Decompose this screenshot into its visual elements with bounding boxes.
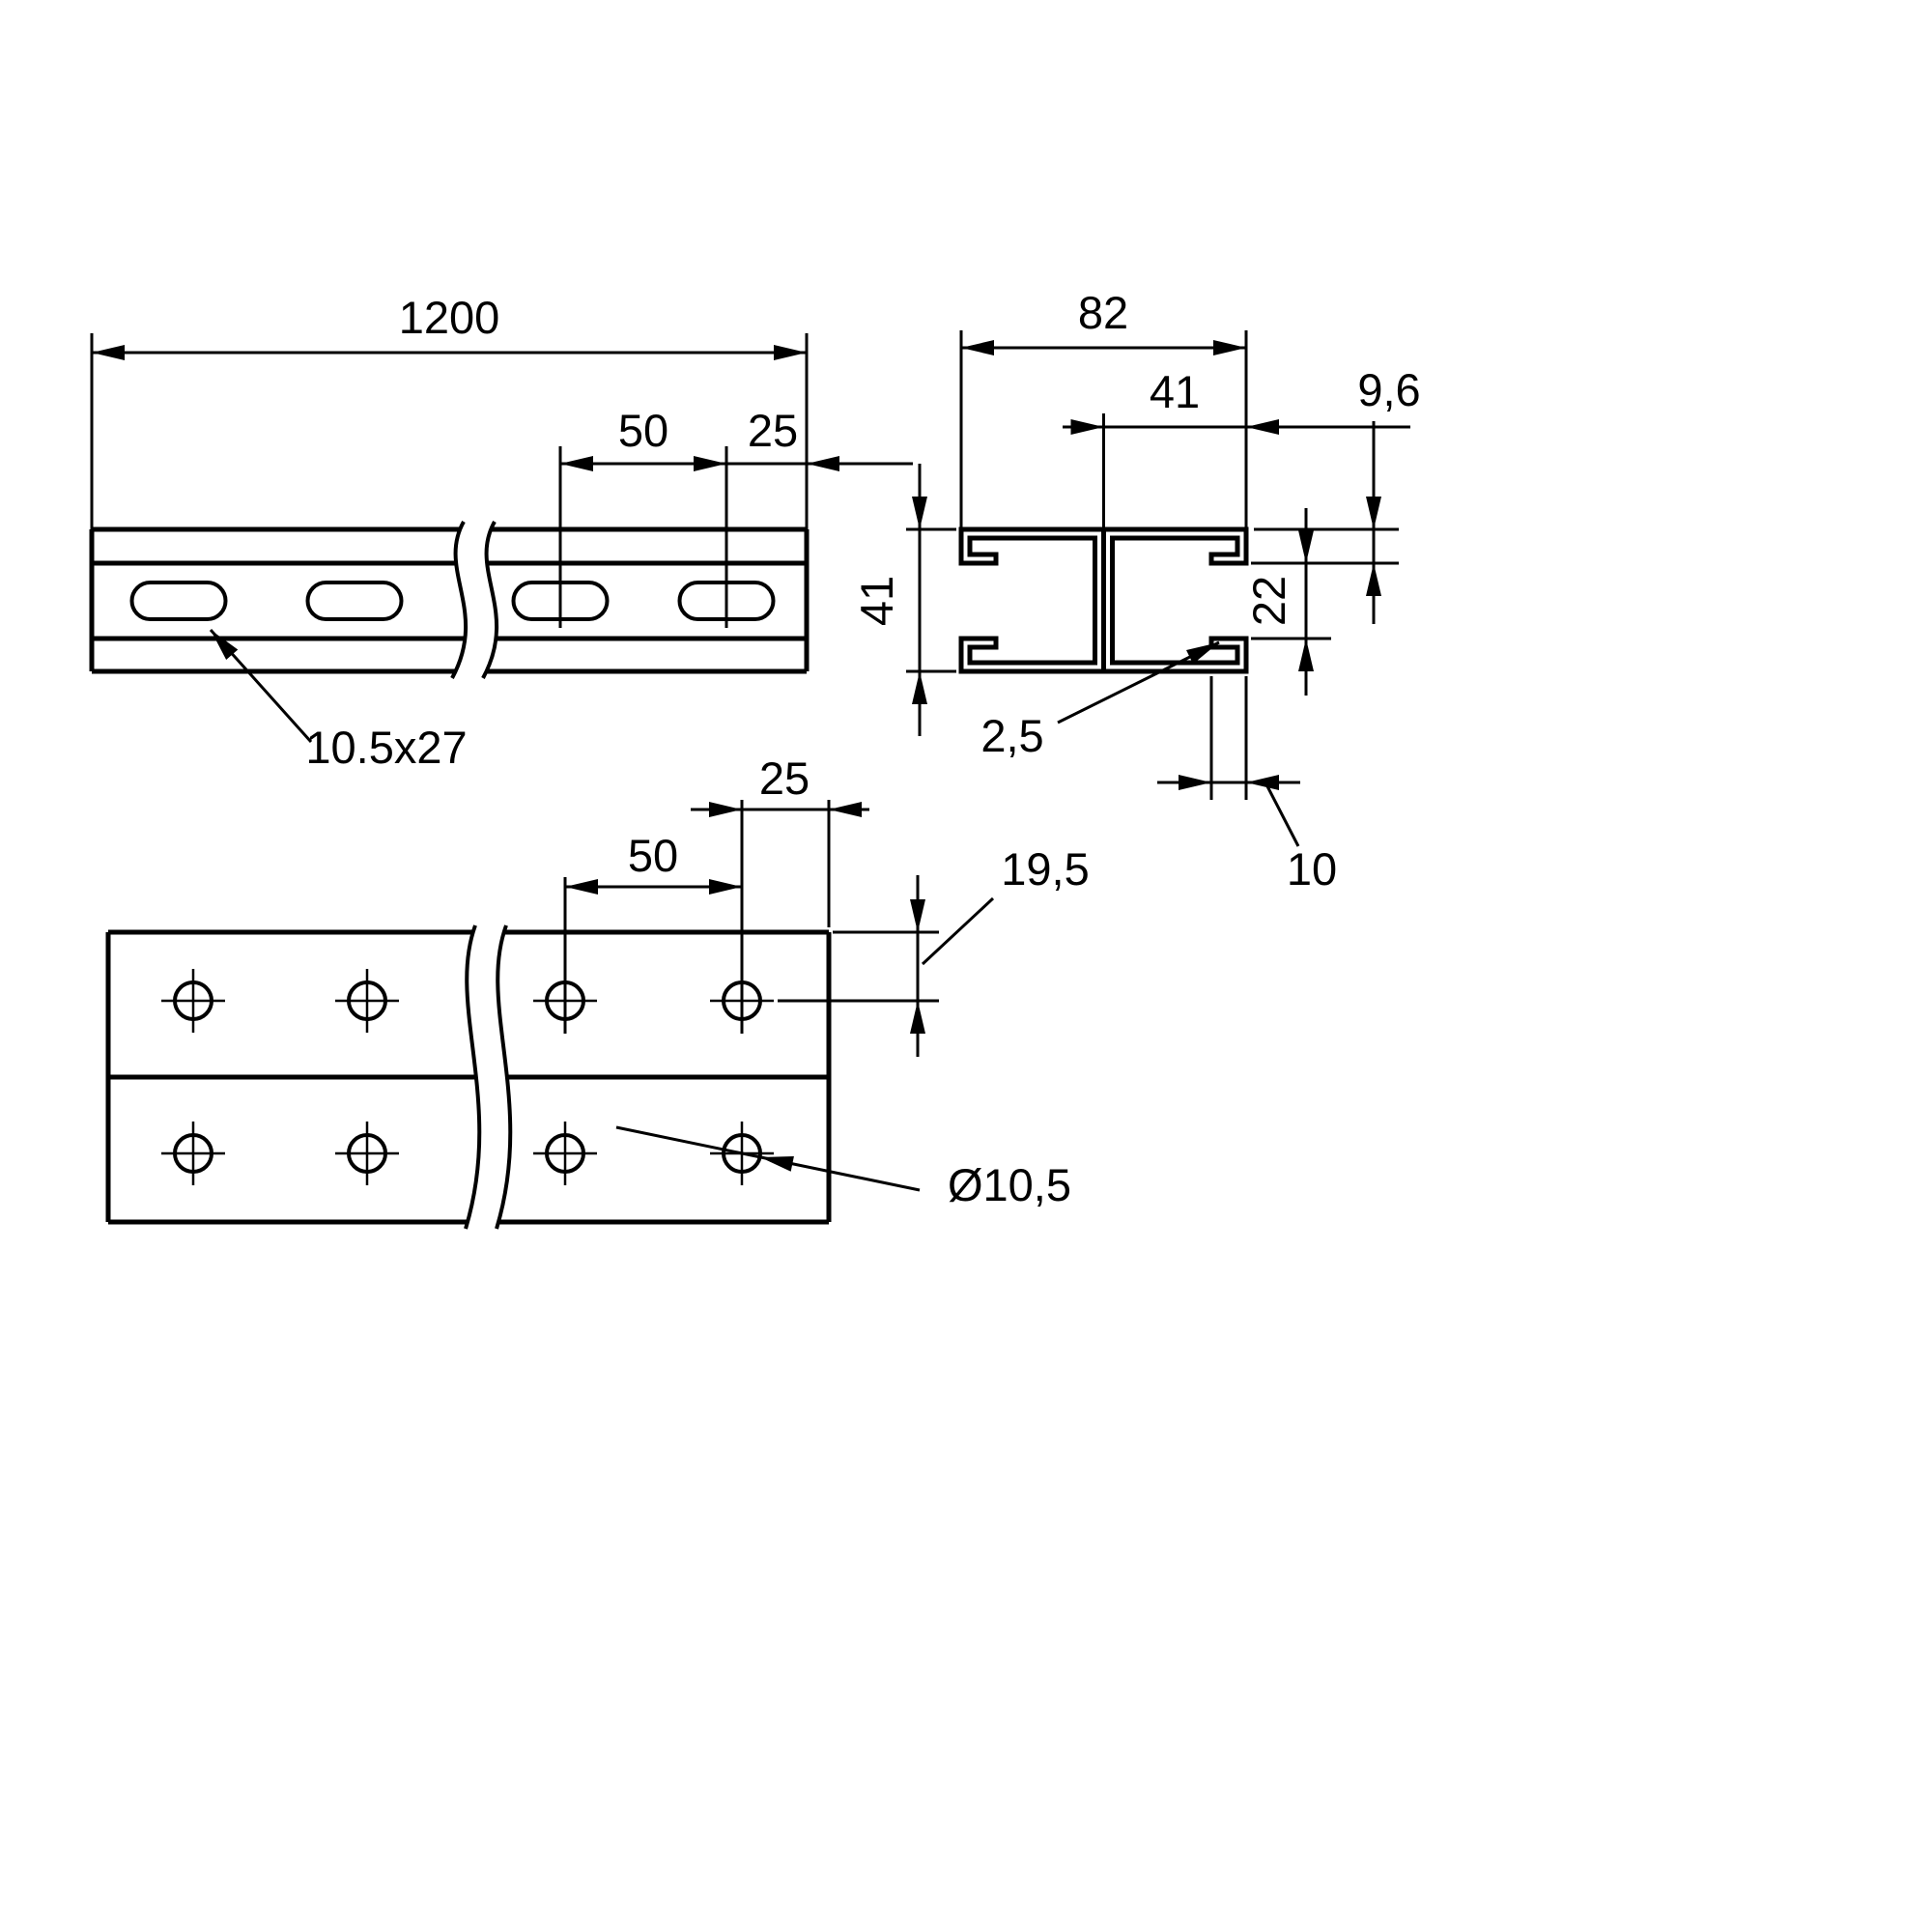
slot: [305, 581, 404, 621]
leader-line: [1265, 785, 1300, 847]
slot-size-text: 10.5x27: [305, 722, 467, 773]
side-view-outline: [89, 526, 810, 674]
break-line: [464, 924, 482, 1230]
dim-text-length: 1200: [399, 292, 500, 343]
dim-text-edge-distance: 19,5: [1001, 843, 1089, 895]
dim-opening: 22: [1243, 508, 1331, 696]
slot-size-callout: 10.5x27: [204, 624, 468, 773]
dim-section-width: 82: [959, 287, 1248, 529]
dim-text-lip-return: 10: [1287, 843, 1337, 895]
dim-text-hole-to-end: 25: [759, 753, 810, 804]
dim-text-thickness: 2,5: [980, 710, 1043, 761]
side-view: 1200 50 25 10.5x27: [89, 292, 913, 773]
dim-lip-return: 10: [1157, 676, 1337, 895]
section-left-channel: [958, 526, 1106, 674]
dim-section-height: 41: [851, 464, 956, 736]
dim-text-hole-spacing: 50: [628, 830, 678, 881]
hole-diameter-callout: Ø10,5: [615, 1125, 1071, 1210]
dim-edge-distance: 19,5: [778, 843, 1090, 1057]
dim-text-slot-to-end: 25: [748, 405, 798, 456]
thickness-callout: 2,5: [980, 635, 1223, 761]
slot: [129, 581, 228, 621]
break-lines-side: [450, 521, 499, 679]
section-right-channel: [1101, 526, 1249, 674]
dim-hole-spacing: 50: [563, 830, 742, 1034]
break-line: [450, 521, 469, 679]
dim-text-slot-spacing: 50: [618, 405, 668, 456]
dim-text-opening: 22: [1243, 576, 1294, 626]
break-lines-bottom: [464, 924, 513, 1230]
dim-text-lip-depth: 9,6: [1357, 364, 1420, 415]
dim-lip-depth: 9,6: [1251, 364, 1421, 624]
dim-slot-spacing-and-end: 50 25: [558, 405, 913, 628]
leader-line: [921, 896, 995, 966]
break-line: [495, 924, 513, 1230]
break-mask: [466, 925, 511, 1229]
dim-text-width: 82: [1078, 287, 1128, 338]
dim-text-height: 41: [851, 576, 902, 626]
dim-hole-to-end: 25: [691, 753, 869, 1034]
dim-section-half-width: 41: [1063, 366, 1410, 529]
break-line: [481, 521, 499, 679]
dim-text-half-width: 41: [1150, 366, 1200, 417]
cross-section: 82 41 9,6 22: [851, 287, 1421, 895]
dim-length: 1200: [90, 292, 809, 529]
dim-text-hole-diameter: Ø10,5: [948, 1159, 1071, 1210]
bottom-view: 25 50 19,5 Ø10,5: [105, 753, 1090, 1230]
